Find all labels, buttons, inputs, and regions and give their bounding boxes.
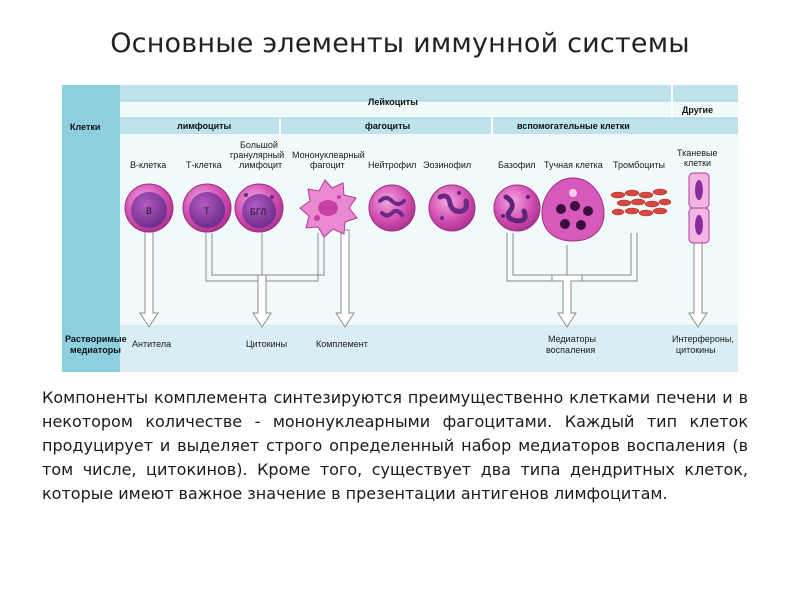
tissue-cells-icon bbox=[688, 172, 710, 244]
label-platelets: Тромбоциты bbox=[613, 160, 665, 170]
diagram-canvas: Клетки Растворимые медиаторы Лейкоциты Д… bbox=[62, 85, 738, 372]
header-other: Другие bbox=[682, 105, 713, 115]
mediator-inflammatory-1: Медиаторы bbox=[548, 334, 596, 344]
arrow-to-interferons bbox=[688, 239, 708, 328]
label-mono-2: фагоцит bbox=[310, 160, 345, 170]
label-tissue-1: Тканевые bbox=[677, 148, 717, 158]
label-b-cell: В-клетка bbox=[130, 160, 166, 170]
row-label-soluble-1: Растворимые bbox=[65, 334, 127, 344]
mononuclear-phagocyte-icon bbox=[299, 179, 358, 238]
arrow-to-cytokines bbox=[252, 274, 272, 328]
mediators-band bbox=[120, 325, 738, 372]
label-lgl-1: Большой bbox=[240, 140, 278, 150]
label-lgl-3: лимфоцит bbox=[239, 160, 282, 170]
mediator-complement: Комплемент bbox=[316, 339, 368, 349]
label-neutrophil: Нейтрофил bbox=[368, 160, 416, 170]
page-title: Основные элементы иммунной системы bbox=[110, 28, 690, 59]
mediator-interferons-1: Интерфероны, bbox=[672, 334, 734, 344]
arrow-to-antibodies bbox=[139, 229, 159, 328]
label-eosinophil: Эозинофил bbox=[423, 160, 471, 170]
mediator-cytokines: Цитокины bbox=[246, 339, 287, 349]
description-paragraph: Компоненты комплемента синтезируются пре… bbox=[42, 388, 748, 503]
mediator-interferons-2: цитокины bbox=[676, 345, 716, 355]
lgl-mark: БГЛ bbox=[250, 207, 266, 217]
header-lymphocytes: лимфоциты bbox=[177, 121, 232, 131]
left-label-column bbox=[62, 85, 120, 372]
header-leukocytes: Лейкоциты bbox=[368, 97, 418, 107]
label-lgl-2: гранулярный bbox=[230, 150, 284, 160]
platelets-icon bbox=[610, 188, 672, 217]
arrow-to-complement bbox=[335, 229, 355, 328]
mediator-inflammatory-2: воспаления bbox=[546, 345, 595, 355]
label-mast-cell: Тучная клетка bbox=[544, 160, 603, 170]
label-basophil: Базофил bbox=[498, 160, 536, 170]
row-label-soluble-2: медиаторы bbox=[70, 345, 121, 355]
label-tissue-2: клетки bbox=[684, 158, 711, 168]
arrow-to-inflammatory-mediators bbox=[551, 274, 583, 328]
mast-cell-icon bbox=[541, 177, 605, 242]
immune-system-diagram: Клетки Растворимые медиаторы Лейкоциты Д… bbox=[62, 85, 738, 372]
subgroup-header-bar bbox=[120, 118, 738, 134]
row-label-cells: Клетки bbox=[70, 122, 100, 132]
eosinophil-icon bbox=[428, 184, 476, 232]
t-cell-mark: T bbox=[204, 206, 210, 216]
connector-lines bbox=[205, 233, 638, 282]
mediator-antibodies: Антитела bbox=[132, 339, 171, 349]
b-cell-icon: B bbox=[124, 183, 174, 233]
t-cell-icon: T bbox=[182, 183, 232, 233]
leukocytes-header-bar bbox=[120, 85, 738, 101]
large-granular-lymphocyte-icon: БГЛ bbox=[234, 183, 284, 233]
b-cell-mark: B bbox=[146, 206, 152, 216]
basophil-icon bbox=[493, 184, 541, 232]
header-auxiliary-cells: вспомогательные клетки bbox=[517, 121, 630, 131]
label-t-cell: Т-клетка bbox=[186, 160, 222, 170]
header-phagocytes: фагоциты bbox=[365, 121, 410, 131]
neutrophil-icon bbox=[368, 184, 416, 232]
label-mono-1: Мононуклеарный bbox=[292, 150, 365, 160]
